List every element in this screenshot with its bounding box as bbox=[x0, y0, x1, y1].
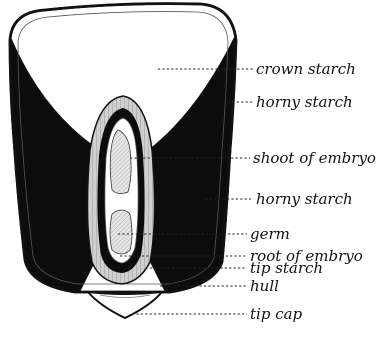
label-shoot-of-embryo: shoot of embryo bbox=[253, 149, 376, 167]
root-of-embryo-shape bbox=[110, 210, 132, 254]
label-tip-starch: tip starch bbox=[250, 259, 323, 277]
label-germ: germ bbox=[250, 225, 290, 243]
label-hull: hull bbox=[250, 277, 279, 295]
label-tip-cap: tip cap bbox=[250, 305, 303, 323]
labels: crown starch horny starch shoot of embry… bbox=[250, 60, 376, 323]
label-crown-starch: crown starch bbox=[256, 60, 356, 78]
label-horny-starch-lower: horny starch bbox=[256, 190, 353, 208]
label-horny-starch-upper: horny starch bbox=[256, 93, 353, 111]
